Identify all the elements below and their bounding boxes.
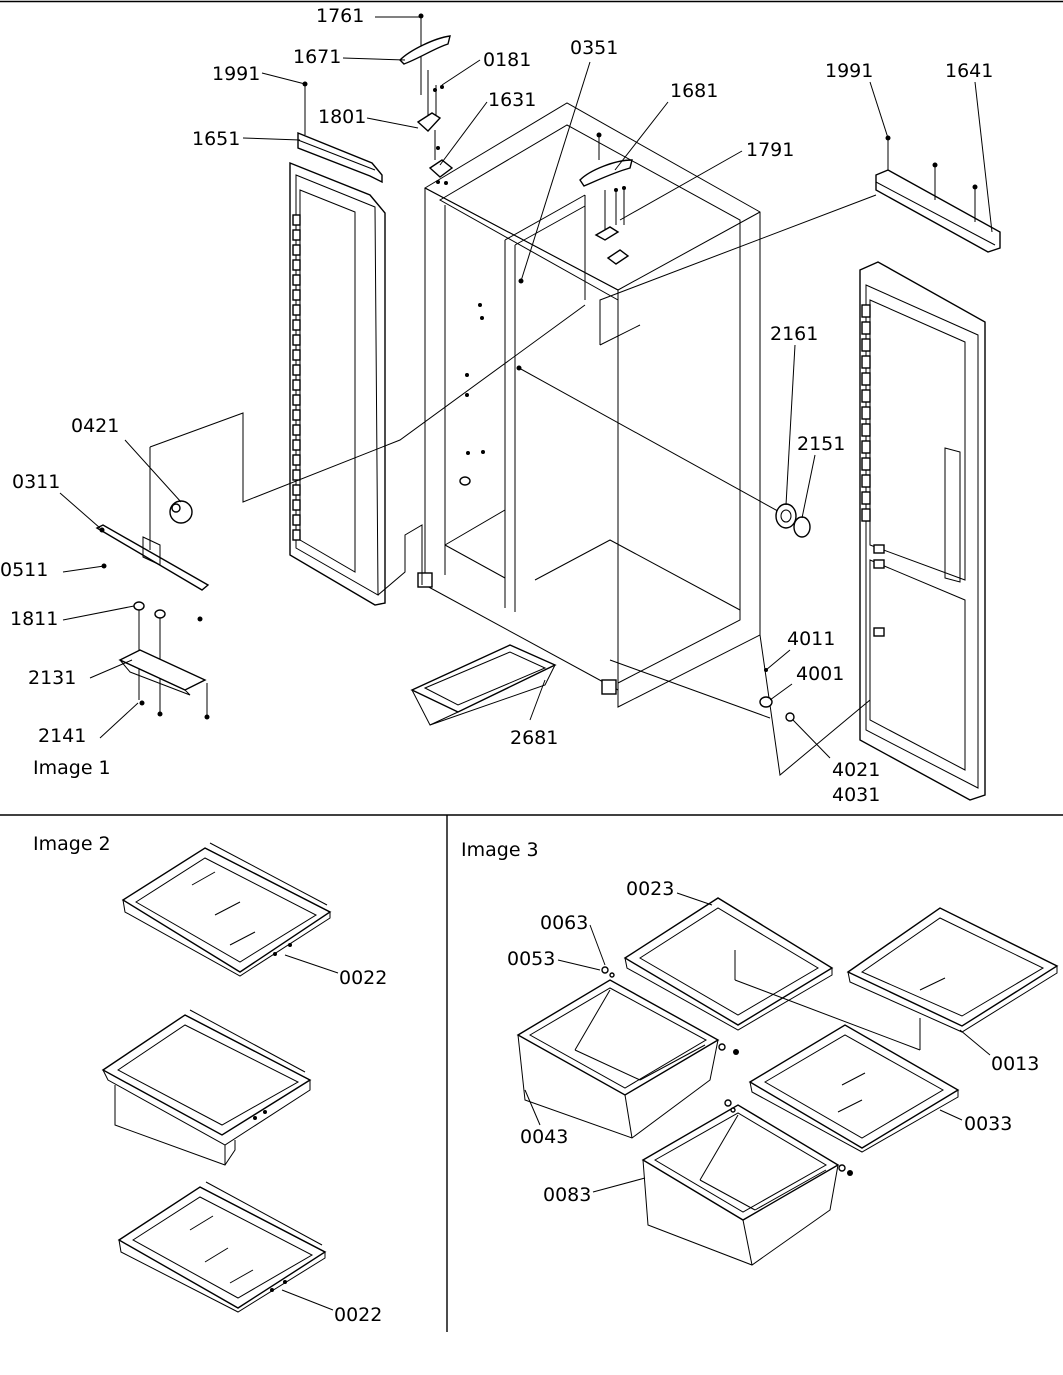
callout-1641: 1641 bbox=[945, 60, 993, 82]
image1-panel bbox=[59, 13, 1001, 801]
callout-0023: 0023 bbox=[626, 878, 674, 900]
image1-caption: Image 1 bbox=[33, 757, 111, 779]
image3-panel bbox=[516, 892, 1059, 1266]
callout-0311: 0311 bbox=[12, 471, 60, 493]
callout-0351: 0351 bbox=[570, 37, 618, 59]
callout-0421: 0421 bbox=[71, 415, 119, 437]
door-shelf-tabs bbox=[292, 214, 301, 541]
callout-0022-top: 0022 bbox=[339, 967, 387, 989]
part-2681-tray bbox=[410, 644, 557, 726]
callout-4011: 4011 bbox=[787, 628, 835, 650]
shelf-middle bbox=[101, 1009, 312, 1166]
leader-0022b bbox=[281, 1289, 334, 1311]
callout-0063: 0063 bbox=[540, 912, 588, 934]
lower-hinge-assembly bbox=[95, 304, 586, 720]
callout-0053: 0053 bbox=[507, 948, 555, 970]
refrigerator-cabinet bbox=[417, 102, 761, 708]
callout-0043: 0043 bbox=[520, 1126, 568, 1148]
shelf-top bbox=[121, 842, 332, 977]
callout-1811: 1811 bbox=[10, 608, 58, 630]
image2-panel bbox=[101, 842, 339, 1313]
callout-1991-right: 1991 bbox=[825, 60, 873, 82]
callout-1991-left: 1991 bbox=[212, 63, 260, 85]
callout-leaders bbox=[59, 16, 993, 759]
callout-1801: 1801 bbox=[318, 106, 366, 128]
callout-0511: 0511 bbox=[0, 559, 48, 581]
callout-1651: 1651 bbox=[192, 128, 240, 150]
image2-caption: Image 2 bbox=[33, 833, 111, 855]
part-number-labels: 1761 1671 0181 1991 1801 1631 1651 0351 … bbox=[0, 5, 1039, 1326]
callout-leaders-image3 bbox=[524, 892, 991, 1193]
door-shelf-tabs bbox=[861, 304, 885, 637]
drawer-0083 bbox=[641, 1099, 853, 1266]
callout-1631: 1631 bbox=[488, 89, 536, 111]
image3-caption: Image 3 bbox=[461, 839, 539, 861]
captions: Image 1 Image 2 Image 3 bbox=[33, 757, 539, 861]
shelf-bottom bbox=[117, 1181, 327, 1313]
callout-1681: 1681 bbox=[670, 80, 718, 102]
callout-2151: 2151 bbox=[797, 433, 845, 455]
callout-0181: 0181 bbox=[483, 49, 531, 71]
part-2161-2151 bbox=[775, 503, 811, 538]
top-hinge-left bbox=[399, 13, 454, 185]
callout-4031: 4031 bbox=[832, 784, 880, 806]
shelf-0013 bbox=[846, 907, 1059, 1050]
callout-2681: 2681 bbox=[510, 727, 558, 749]
callout-1791: 1791 bbox=[746, 139, 794, 161]
callout-0022-bottom: 0022 bbox=[334, 1304, 382, 1326]
right-door bbox=[859, 261, 986, 801]
callout-0033: 0033 bbox=[964, 1113, 1012, 1135]
callout-1671: 1671 bbox=[293, 46, 341, 68]
leader-0022a bbox=[284, 954, 339, 974]
left-door bbox=[289, 161, 386, 606]
part-1651-door-cap bbox=[297, 81, 383, 184]
callout-4001: 4001 bbox=[796, 663, 844, 685]
callout-0013: 0013 bbox=[991, 1053, 1039, 1075]
callout-2131: 2131 bbox=[28, 667, 76, 689]
callout-1761: 1761 bbox=[316, 5, 364, 27]
leader-lines bbox=[377, 194, 877, 776]
top-hinge-right bbox=[579, 132, 633, 265]
callout-2141: 2141 bbox=[38, 725, 86, 747]
lower-hinge-right bbox=[759, 668, 795, 722]
drawer-0043 bbox=[516, 966, 739, 1139]
crisper-cover-0033 bbox=[748, 1024, 960, 1153]
part-1641-door-cap bbox=[875, 135, 1001, 253]
callout-4021: 4021 bbox=[832, 759, 880, 781]
callout-0083: 0083 bbox=[543, 1184, 591, 1206]
crisper-cover-0023 bbox=[623, 897, 921, 1051]
callout-2161: 2161 bbox=[770, 323, 818, 345]
